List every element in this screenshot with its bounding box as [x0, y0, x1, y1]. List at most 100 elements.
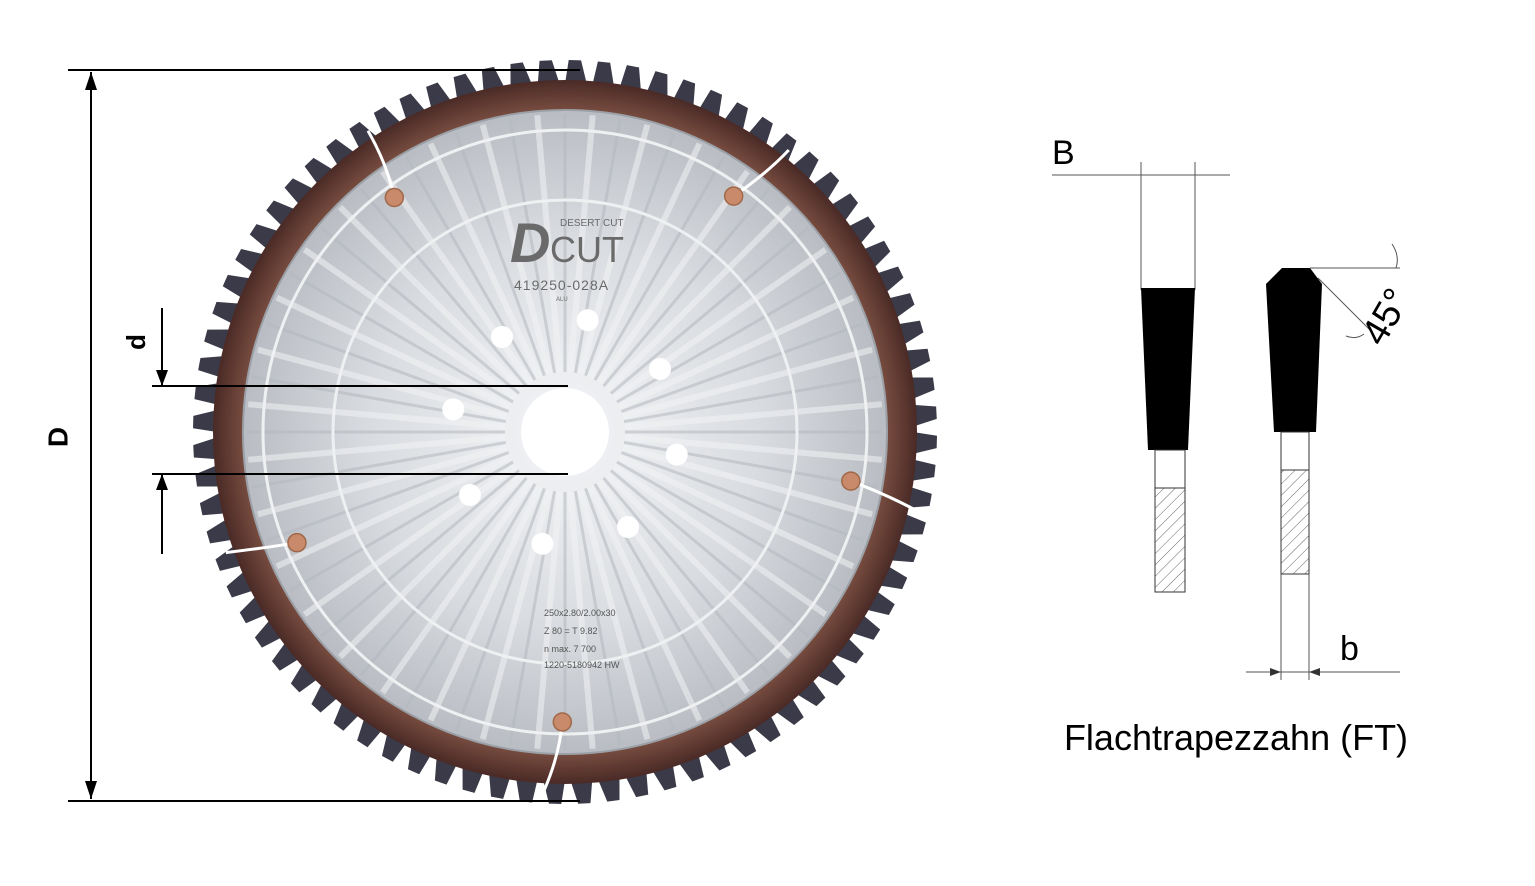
- tooth-body-upper: [1154, 449, 1186, 489]
- blade-ray: [624, 434, 883, 463]
- blade-tooth: [814, 658, 846, 686]
- blade-ray: [454, 132, 546, 377]
- blade-ray: [609, 469, 810, 638]
- blade-ray: [380, 169, 534, 385]
- blade-tooth: [271, 640, 301, 671]
- arrow-down-icon: [156, 370, 168, 386]
- blade-tooth: [570, 778, 593, 804]
- blade-ray: [508, 490, 557, 746]
- blade-tooth: [249, 224, 281, 251]
- rivet: [287, 532, 307, 553]
- blade-ray: [612, 247, 828, 401]
- blade-tooth: [597, 775, 620, 802]
- blade-ray: [577, 124, 651, 375]
- trapezoid-body-upper: [1280, 431, 1310, 471]
- blade-ray: [620, 321, 865, 413]
- blade-ray: [616, 271, 842, 404]
- pin-hole: [616, 516, 639, 539]
- blade-ray: [302, 463, 518, 617]
- pin-hole: [649, 358, 672, 381]
- label-body-thickness: b: [1340, 630, 1359, 668]
- blade-tooth: [537, 60, 560, 86]
- blade-ray: [602, 187, 771, 388]
- blade-pin-holes: [442, 309, 688, 555]
- blade-ray: [587, 142, 703, 379]
- blade-ray: [534, 114, 563, 373]
- blade-tooth: [769, 133, 797, 164]
- trapezoid-body-hatched: [1280, 469, 1310, 575]
- blade-ray: [265, 451, 510, 543]
- pin-hole: [442, 398, 465, 421]
- arrow-up-icon: [156, 474, 168, 490]
- blade-tooth: [284, 178, 316, 206]
- arrow-left-icon: [1309, 668, 1320, 676]
- blade-tooth: [290, 662, 319, 693]
- rivet: [552, 712, 573, 732]
- label-outer-diameter: D: [42, 427, 73, 447]
- pin-hole: [665, 443, 688, 466]
- blade-spec-block: 250x2.80/2.00x30 Z 80 = T 9.82 n max. 7 …: [544, 608, 620, 670]
- article-sub-code: ALU: [556, 297, 568, 303]
- blade-ray: [288, 271, 514, 404]
- blade-ray: [609, 226, 810, 395]
- blade-tooth: [912, 432, 937, 454]
- blade-ray: [275, 454, 512, 570]
- blade-ray: [479, 489, 553, 740]
- blade-tooth: [829, 193, 859, 224]
- dimension-bore: d: [121, 308, 568, 554]
- blade-tooth: [193, 410, 218, 432]
- blade-tooth: [194, 382, 221, 405]
- blade-ray: [577, 489, 651, 740]
- blade-ray: [623, 440, 879, 489]
- tooth-front-view: B: [1052, 134, 1230, 593]
- blade-ray: [620, 451, 865, 543]
- blade-tooth: [751, 713, 781, 743]
- blade-rivets: [225, 129, 918, 792]
- blade-ray: [623, 375, 879, 424]
- tooth-body-hatched: [1154, 487, 1186, 593]
- blade-logo: D CUT DESERT CUT 419250-028A ALU: [510, 211, 624, 303]
- pin-hole: [458, 483, 481, 506]
- blade-ring-inner: [331, 198, 799, 666]
- blade-ray: [479, 124, 553, 375]
- blade-tooth: [791, 151, 819, 183]
- blade-tooth: [543, 779, 565, 804]
- blade-ray: [622, 346, 873, 420]
- blade-tooth: [515, 776, 538, 803]
- blade-tooth: [909, 459, 936, 482]
- blade-ray: [275, 294, 512, 410]
- blade-ray: [573, 118, 622, 374]
- blade-tooth: [510, 62, 533, 89]
- blade-ray: [596, 169, 750, 385]
- spec-line: n max. 7 700: [544, 644, 596, 654]
- pin-hole: [491, 325, 514, 348]
- blade-tooth: [357, 716, 384, 748]
- blade-tooth: [908, 377, 935, 400]
- angle-bevel-line: [1317, 277, 1371, 331]
- blade-tooth: [773, 696, 804, 726]
- blade-tooth: [193, 437, 219, 460]
- blade-ray: [404, 483, 537, 709]
- blade-ray: [605, 472, 792, 659]
- blade-ray: [508, 118, 557, 374]
- blade-tooth: [849, 613, 881, 640]
- angle-arc-bottom: [1345, 333, 1365, 339]
- blade-ray: [618, 454, 855, 570]
- rivet: [723, 186, 744, 206]
- blade-ray: [567, 491, 596, 750]
- blade-ray: [534, 491, 563, 750]
- blade-ray: [320, 469, 521, 638]
- blade-ray: [320, 226, 521, 395]
- label-bore: d: [121, 334, 151, 350]
- blade-ray: [596, 479, 750, 695]
- blade-tooth: [349, 121, 379, 151]
- trapezoid-tip: [1266, 268, 1322, 432]
- dimension-outer-diameter: D: [42, 69, 580, 802]
- spec-line: 250x2.80/2.00x30: [544, 608, 616, 618]
- arrow-down-icon: [85, 781, 97, 799]
- blade-ray: [624, 401, 883, 430]
- blade-ray: [247, 434, 506, 463]
- blade-ray: [612, 463, 828, 617]
- blade-tooth: [795, 678, 826, 707]
